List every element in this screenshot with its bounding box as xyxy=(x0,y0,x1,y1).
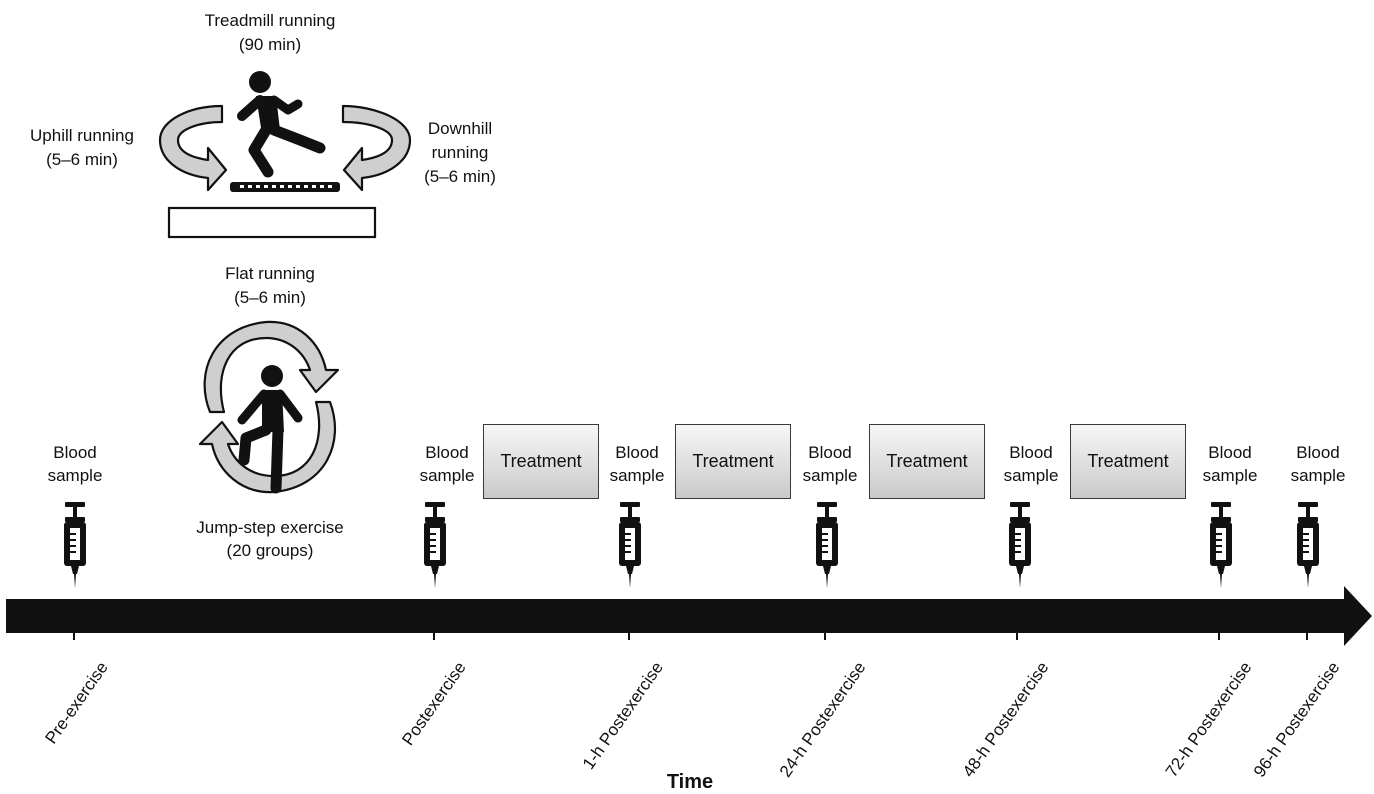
jump-step-detail: (20 groups) xyxy=(226,541,314,560)
tick-72h xyxy=(1218,632,1220,640)
tick-pre-exercise xyxy=(73,632,75,640)
tick-1h xyxy=(628,632,630,640)
jumping-person-icon xyxy=(237,365,303,494)
uphill-cycle-arrow xyxy=(158,104,228,192)
tick-48h xyxy=(1016,632,1018,640)
tick-96h xyxy=(1306,632,1308,640)
treatment-box-1: Treatment xyxy=(483,424,599,499)
syringe-icon xyxy=(424,502,446,588)
jump-cycle-arrow-bottom xyxy=(198,400,336,494)
running-person-icon xyxy=(237,71,326,178)
tick-24h xyxy=(824,632,826,640)
syringe-icon xyxy=(1297,502,1319,588)
downhill-cycle-arrow xyxy=(341,104,412,192)
treadmill-icon xyxy=(158,60,412,239)
flat-running-title: Flat running xyxy=(225,264,315,283)
syringe-icon xyxy=(1210,502,1232,588)
timeline-arrow xyxy=(6,586,1372,646)
flat-running-duration: (5–6 min) xyxy=(234,288,306,307)
treatment-box-3: Treatment xyxy=(869,424,985,499)
syringe-icon xyxy=(1009,502,1031,588)
treadmill-duration: (90 min) xyxy=(238,35,302,54)
jump-cycle-arrow-top xyxy=(203,320,340,414)
treatment-box-2: Treatment xyxy=(675,424,791,499)
uphill-duration: (5–6 min) xyxy=(46,150,118,169)
downhill-title-line1: Downhill xyxy=(427,119,493,138)
axis-title: Time xyxy=(666,771,714,793)
jump-step-icon xyxy=(198,320,340,494)
syringe-icon xyxy=(619,502,641,588)
syringe-icon xyxy=(816,502,838,588)
tick-postexercise xyxy=(433,632,435,640)
treadmill-title: Treadmill running xyxy=(204,11,336,30)
uphill-title: Uphill running xyxy=(30,126,134,145)
downhill-title-line2: running xyxy=(431,143,489,162)
jump-step-title: Jump-step exercise xyxy=(196,518,344,537)
treatment-box-4: Treatment xyxy=(1070,424,1186,499)
syringe-icon xyxy=(64,502,86,588)
downhill-duration: (5–6 min) xyxy=(424,167,496,186)
